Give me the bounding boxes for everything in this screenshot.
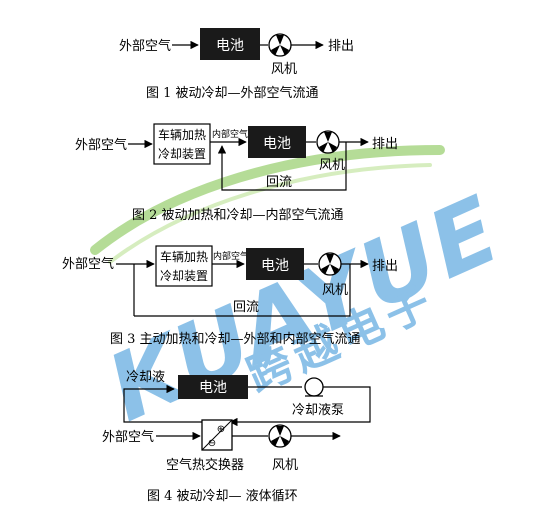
fig4-battery-label: 电池 (199, 380, 227, 396)
fig2-fan-icon (316, 130, 340, 154)
fig4-air-heat-exchanger: ⊕ ⊖ (201, 419, 233, 451)
fig2-recirculation-label: 回流 (266, 175, 292, 190)
fig4-fan-icon (268, 424, 292, 448)
figure-4: 冷却液 电池 冷却液泵 ⊕ ⊖ 外部空气 空气热交换器 风机 图 4 被动冷却—… (102, 370, 371, 504)
fig1-fan-label: 风机 (271, 62, 297, 77)
fig4-coolant-return (123, 384, 202, 423)
fig1-fan-icon (268, 33, 292, 57)
fig2-battery-box (248, 126, 306, 158)
fig4-minus-symbol: ⊖ (208, 438, 216, 449)
fig4-plus-symbol: ⊕ (217, 424, 225, 435)
fig3-device-label-line1: 车辆加热 (160, 249, 208, 264)
fig2-outside-air-label: 外部空气 (75, 137, 127, 153)
fig1-caption: 图 1 被动冷却—外部空气流通 (146, 85, 319, 101)
fig2-recirculation-loop (217, 142, 347, 191)
fig4-pump-icon (304, 377, 324, 397)
fig1-exhaust-label: 排出 (328, 39, 354, 54)
fig3-fan-icon (318, 252, 342, 276)
fig2-caption: 图 2 被动加热和冷却—内部空气流通 (132, 207, 344, 223)
figure-2: 外部空气 车辆加热 冷却装置 内部空气 电池 排出 风机 回流 图 2 被动加热… (75, 123, 398, 223)
fig4-pump-label: 冷却液泵 (292, 403, 344, 418)
fig3-caption: 图 3 主动加热和冷却—外部和内部空气流通 (110, 331, 361, 347)
watermark: KUAYUE 跨越电子 (90, 145, 516, 442)
fig3-recirculation-loop (134, 264, 351, 317)
fig4-coolant-loop (229, 386, 371, 427)
fig4-fan-label: 风机 (272, 458, 298, 473)
fig3-fan-label: 风机 (322, 283, 348, 298)
fig2-device-label-line1: 车辆加热 (158, 127, 206, 142)
fig2-inside-air-label: 内部空气 (212, 128, 248, 140)
fig4-outside-air-label: 外部空气 (102, 429, 154, 445)
fig4-caption: 图 4 被动冷却— 液体循环 (147, 489, 298, 504)
fig1-battery-box (200, 28, 260, 60)
fig3-battery-label: 电池 (261, 258, 289, 274)
fig3-outside-air-label: 外部空气 (62, 256, 114, 272)
fig3-exhaust-label: 排出 (372, 259, 398, 274)
fig4-coolant-label: 冷却液 (126, 370, 165, 385)
fig1-battery-label: 电池 (216, 38, 244, 54)
figure-3: 外部空气 车辆加热 冷却装置 内部空气 电池 排出 风机 回流 图 3 主动加热… (62, 245, 398, 347)
fig2-fan-label: 风机 (319, 158, 345, 173)
watermark-green-swoosh (90, 145, 445, 255)
fig3-battery-box (246, 248, 304, 280)
fig2-device-label-line2: 冷却装置 (158, 147, 206, 161)
fig2-battery-label: 电池 (263, 136, 291, 152)
figure-1: 外部空气 电池 排出 风机 图 1 被动冷却—外部空气流通 (119, 28, 354, 101)
fig3-heating-cooling-device (155, 245, 213, 287)
fig3-inside-air-label: 内部空气 (213, 250, 249, 262)
fig2-heating-cooling-device (153, 123, 211, 165)
fig1-outside-air-label: 外部空气 (119, 38, 171, 54)
fig4-battery-box (178, 375, 248, 399)
fig3-device-label-line2: 冷却装置 (160, 269, 208, 283)
fig4-exchanger-label: 空气热交换器 (166, 457, 244, 473)
fig2-exhaust-label: 排出 (372, 137, 398, 152)
fig3-recirculation-label: 回流 (233, 300, 259, 315)
